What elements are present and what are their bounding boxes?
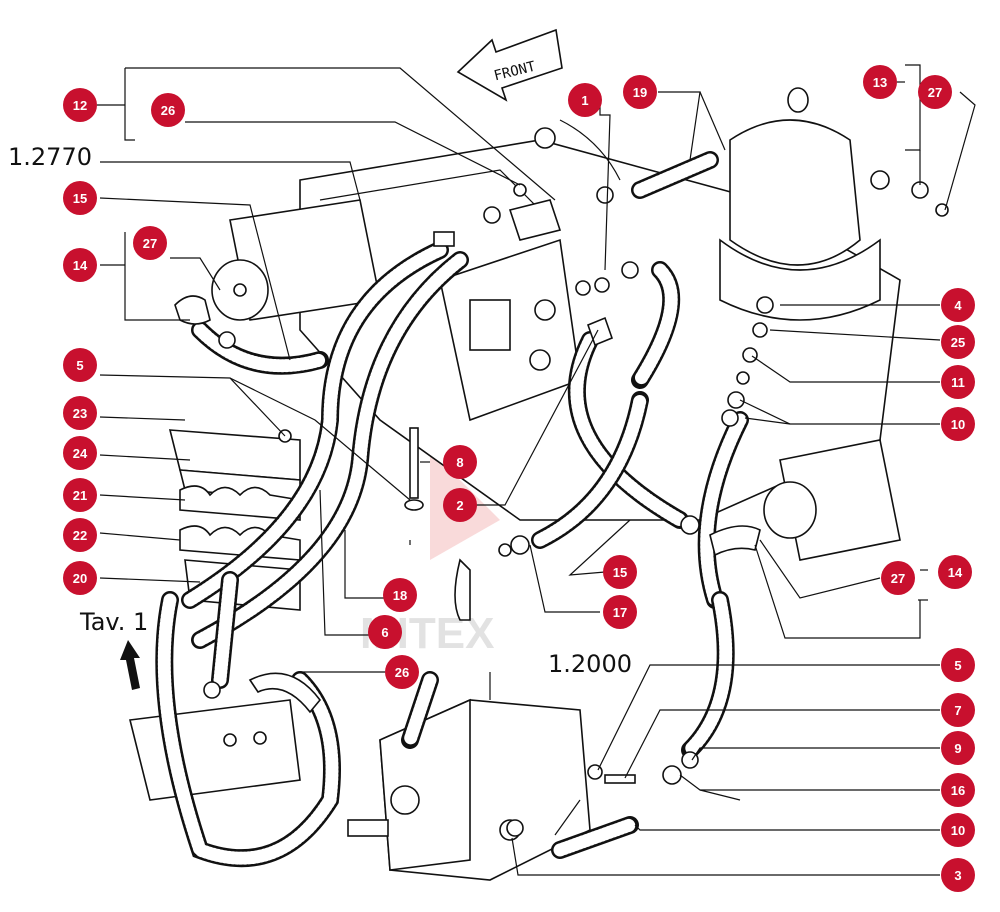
svg-text:5: 5 bbox=[954, 658, 961, 673]
callout-8: 8 bbox=[443, 445, 477, 479]
svg-text:2: 2 bbox=[456, 498, 463, 513]
callout-12: 12 bbox=[63, 88, 97, 122]
ref-1-2770: 1.2770 bbox=[8, 143, 92, 171]
callout-5-left: 5 bbox=[63, 348, 97, 382]
callout-4: 4 bbox=[941, 288, 975, 322]
svg-text:18: 18 bbox=[393, 588, 407, 603]
callout-24: 24 bbox=[63, 436, 97, 470]
callout-9: 9 bbox=[941, 731, 975, 765]
svg-text:10: 10 bbox=[951, 417, 965, 432]
callout-1: 1 bbox=[568, 83, 602, 117]
svg-text:11: 11 bbox=[951, 375, 965, 390]
hose-clamp-stack bbox=[168, 429, 301, 611]
left-cover bbox=[211, 199, 381, 321]
mount-bracket bbox=[129, 699, 301, 801]
svg-text:24: 24 bbox=[73, 446, 88, 461]
callout-18: 18 bbox=[383, 578, 417, 612]
callout-19: 19 bbox=[623, 75, 657, 109]
callout-15-bottom: 15 bbox=[603, 555, 637, 589]
svg-text:1: 1 bbox=[581, 93, 588, 108]
callout-27-right: 27 bbox=[881, 561, 915, 595]
svg-text:27: 27 bbox=[143, 236, 157, 251]
svg-text:17: 17 bbox=[613, 605, 627, 620]
callout-6: 6 bbox=[368, 615, 402, 649]
svg-text:21: 21 bbox=[73, 488, 87, 503]
svg-text:15: 15 bbox=[613, 565, 627, 580]
svg-text:10: 10 bbox=[951, 823, 965, 838]
callout-27-top-right: 27 bbox=[918, 75, 952, 109]
svg-text:3: 3 bbox=[954, 868, 961, 883]
callout-22: 22 bbox=[63, 518, 97, 552]
svg-text:5: 5 bbox=[76, 358, 83, 373]
callout-10-top: 10 bbox=[941, 407, 975, 441]
callout-15-top: 15 bbox=[63, 181, 97, 215]
svg-text:27: 27 bbox=[891, 571, 905, 586]
callout-26-bottom: 26 bbox=[385, 655, 419, 689]
callout-26-top: 26 bbox=[151, 93, 185, 127]
callout-14-left: 14 bbox=[63, 248, 97, 282]
callout-7: 7 bbox=[941, 693, 975, 727]
svg-text:7: 7 bbox=[954, 703, 961, 718]
callout-27-left: 27 bbox=[133, 226, 167, 260]
callout-20: 20 bbox=[63, 561, 97, 595]
svg-text:8: 8 bbox=[456, 455, 463, 470]
svg-text:15: 15 bbox=[73, 191, 87, 206]
svg-text:14: 14 bbox=[948, 565, 963, 580]
callout-16: 16 bbox=[941, 773, 975, 807]
svg-text:20: 20 bbox=[73, 571, 87, 586]
callout-10-bottom: 10 bbox=[941, 813, 975, 847]
svg-text:6: 6 bbox=[381, 625, 388, 640]
svg-text:26: 26 bbox=[395, 665, 409, 680]
svg-text:14: 14 bbox=[73, 258, 88, 273]
callout-2: 2 bbox=[443, 488, 477, 522]
svg-text:12: 12 bbox=[73, 98, 87, 113]
ref-1-2000: 1.2000 bbox=[548, 650, 632, 678]
callout-3: 3 bbox=[941, 858, 975, 892]
callout-11: 11 bbox=[941, 365, 975, 399]
front-arrow: FRONT bbox=[456, 28, 563, 102]
callout-14-right: 14 bbox=[938, 555, 972, 589]
svg-text:23: 23 bbox=[73, 406, 87, 421]
right-cover bbox=[763, 439, 901, 561]
svg-text:4: 4 bbox=[954, 298, 962, 313]
leader-lines bbox=[97, 64, 976, 876]
callout-17: 17 bbox=[603, 595, 637, 629]
fuel-tank bbox=[719, 87, 881, 321]
svg-text:27: 27 bbox=[928, 85, 942, 100]
callout-23: 23 bbox=[63, 396, 97, 430]
tav-label: Tav. 1 bbox=[79, 608, 148, 636]
svg-text:19: 19 bbox=[633, 85, 647, 100]
hoses bbox=[155, 151, 749, 868]
callout-5-right: 5 bbox=[941, 648, 975, 682]
callout-13: 13 bbox=[863, 65, 897, 99]
svg-text:13: 13 bbox=[873, 75, 887, 90]
tav-arrow bbox=[120, 640, 140, 690]
svg-text:25: 25 bbox=[951, 335, 965, 350]
svg-text:26: 26 bbox=[161, 103, 175, 118]
svg-text:16: 16 bbox=[951, 783, 965, 798]
callout-25: 25 bbox=[941, 325, 975, 359]
svg-text:22: 22 bbox=[73, 528, 87, 543]
svg-text:9: 9 bbox=[954, 741, 961, 756]
callout-21: 21 bbox=[63, 478, 97, 512]
fittings bbox=[174, 127, 949, 837]
